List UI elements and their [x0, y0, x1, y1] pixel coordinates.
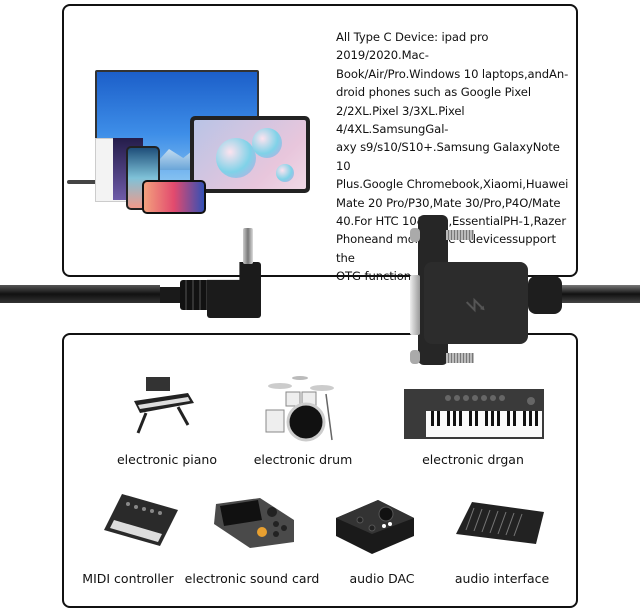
strain-relief-rings [180, 280, 210, 310]
tablet [190, 116, 310, 193]
compatibility-description: All Type C Device: ipad pro 2019/2020.Ma… [336, 30, 569, 284]
product-label: electronic drum [253, 452, 353, 467]
iphone-landscape [142, 180, 206, 214]
screw-head-bottom-icon [410, 350, 420, 364]
product-label: electronic drgan [422, 452, 524, 467]
electronic-piano-icon [134, 377, 194, 434]
sound-card-icon [214, 498, 294, 548]
midi-controller-icon [104, 494, 178, 546]
product-label: MIDI controller [82, 571, 174, 586]
screw-head-top-icon [410, 228, 420, 242]
product-label: electronic sound card [184, 571, 320, 586]
electronic-drum-icon [265, 376, 334, 442]
cable-right-segment [560, 285, 640, 303]
panel-mount-housing [424, 262, 528, 344]
product-label: electronic piano [116, 452, 218, 467]
usb-trident-icon: ⭍ [463, 296, 488, 314]
connector-boot [528, 276, 562, 314]
female-socket [410, 275, 420, 335]
strain-relief-collar [160, 287, 182, 303]
usb-c-plug-icon [243, 228, 253, 264]
screw-thread-top-icon [446, 230, 474, 240]
audio-dac-icon [336, 500, 414, 554]
screw-thread-bottom-icon [446, 353, 474, 363]
electronic-organ-icon [404, 389, 544, 439]
product-label: audio interface [454, 571, 550, 586]
product-label: audio DAC [349, 571, 415, 586]
cable-left-segment [0, 285, 160, 303]
audio-interface-icon [456, 502, 544, 544]
